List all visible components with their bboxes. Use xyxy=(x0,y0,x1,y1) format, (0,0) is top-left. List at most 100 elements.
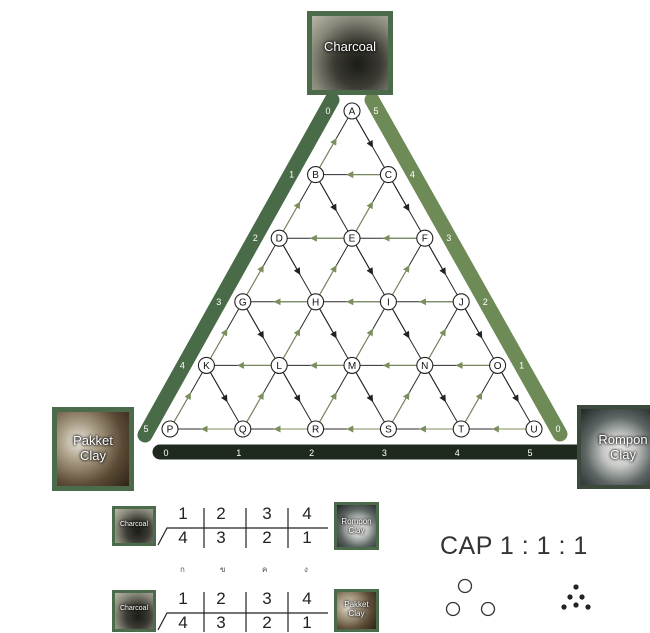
pakket-clay-photo: Pakket Clay xyxy=(52,407,134,491)
right-scale-1: 4 xyxy=(410,170,415,180)
edge-F-J-arrow xyxy=(429,245,446,274)
node-B-label: B xyxy=(312,170,319,181)
edge-E-C-arrow xyxy=(356,202,373,231)
fraction2-top-1: 1 xyxy=(170,589,196,609)
left-scale-4: 4 xyxy=(180,360,185,370)
edge-J-O-arrow xyxy=(465,309,482,338)
left-scale-5: 5 xyxy=(143,424,148,434)
bottom-scale-4: 4 xyxy=(455,448,460,458)
right-scale-4: 1 xyxy=(519,360,524,370)
right-edge-band xyxy=(372,100,560,434)
rompon-clay-photo-label: Rompon Clay xyxy=(577,433,650,463)
node-L-label: L xyxy=(276,361,282,372)
right-scale-0: 5 xyxy=(373,106,378,116)
fraction1-bottom-3: 2 xyxy=(254,528,280,548)
node-C-label: C xyxy=(385,170,392,181)
edge-C-F-arrow xyxy=(392,182,409,211)
edge-Q-L-arrow xyxy=(247,393,264,422)
fraction-table-1: 1 2 3 4 4 3 2 1 xyxy=(168,504,328,554)
edge-L-H-arrow xyxy=(283,329,300,358)
node-E-label: E xyxy=(349,234,356,245)
left-scale-0: 0 xyxy=(325,106,330,116)
bottom-scale-3: 3 xyxy=(382,448,387,458)
thai-label-4: ง xyxy=(304,563,308,576)
fraction2-pakket-photo: Pakket Clay xyxy=(334,589,379,632)
fraction1-rompon-photo: Rompon Clay xyxy=(334,502,379,550)
fraction2-pakket-label: Pakket Clay xyxy=(337,600,376,618)
fraction2-top-4: 4 xyxy=(294,589,320,609)
edge-O-U-arrow xyxy=(502,372,519,401)
fraction1-bottom-1: 4 xyxy=(170,528,196,548)
fraction1-charcoal-photo: Charcoal xyxy=(112,506,156,546)
edge-K-Q-arrow xyxy=(210,372,227,401)
thai-label-2: ข xyxy=(220,563,225,576)
edge-I-F-arrow xyxy=(392,266,409,295)
fraction1-bottom-2: 3 xyxy=(208,528,234,548)
right-scale-2: 3 xyxy=(446,233,451,243)
edge-P-K-arrow xyxy=(174,393,191,422)
edge-G-D-arrow xyxy=(247,266,264,295)
edge-B-A-arrow xyxy=(320,138,337,167)
right-scale-3: 2 xyxy=(483,297,488,307)
rompon-clay-photo: Rompon Clay xyxy=(577,405,650,489)
node-Q-label: Q xyxy=(239,425,247,436)
edge-D-B-arrow xyxy=(283,202,300,231)
fraction1-rompon-label: Rompon Clay xyxy=(337,517,376,535)
thai-label-3: ค xyxy=(262,563,267,576)
fraction2-charcoal-photo: Charcoal xyxy=(112,590,156,632)
node-I-label: I xyxy=(387,297,390,308)
right-scale-5: 0 xyxy=(555,424,560,434)
fraction1-top-1: 1 xyxy=(170,504,196,524)
node-U-label: U xyxy=(530,425,537,436)
left-scale-3: 3 xyxy=(216,297,221,307)
fraction2-charcoal-label: Charcoal xyxy=(115,605,153,613)
fraction2-top-3: 3 xyxy=(254,589,280,609)
fraction1-top-3: 3 xyxy=(254,504,280,524)
edge-A-C-arrow xyxy=(356,118,373,147)
edge-T-O-arrow xyxy=(465,393,482,422)
edge-R-M-arrow xyxy=(320,393,337,422)
node-D-label: D xyxy=(276,234,283,245)
node-R-label: R xyxy=(312,425,319,436)
edge-G-L-arrow xyxy=(247,309,264,338)
node-N-label: N xyxy=(421,361,428,372)
edge-B-E-arrow xyxy=(320,182,337,211)
fraction2-bottom-3: 2 xyxy=(254,613,280,633)
edge-M-S-arrow xyxy=(356,372,373,401)
edge-K-G-arrow xyxy=(210,329,227,358)
bottom-scale-0: 0 xyxy=(163,448,168,458)
cap-ratio-label: CAP 1 : 1 : 1 xyxy=(440,532,588,561)
charcoal-photo: Charcoal xyxy=(307,11,393,95)
fraction2-bottom-4: 1 xyxy=(294,613,320,633)
edge-N-J-arrow xyxy=(429,329,446,358)
edge-L-R-arrow xyxy=(283,372,300,401)
left-scale-2: 2 xyxy=(253,233,258,243)
fraction2-top-2: 2 xyxy=(208,589,234,609)
node-J-label: J xyxy=(459,297,464,308)
thai-label-1: ก xyxy=(180,563,185,576)
left-scale-1: 1 xyxy=(289,170,294,180)
node-P-label: P xyxy=(167,425,174,436)
edge-H-E-arrow xyxy=(320,266,337,295)
left-edge-band xyxy=(145,100,332,435)
edge-I-N-arrow xyxy=(392,309,409,338)
edge-N-T-arrow xyxy=(429,372,446,401)
charcoal-photo-label: Charcoal xyxy=(312,40,388,55)
fraction1-top-4: 4 xyxy=(294,504,320,524)
node-F-label: F xyxy=(422,234,428,245)
edge-M-I-arrow xyxy=(356,329,373,358)
edge-E-I-arrow xyxy=(356,245,373,274)
bottom-scale-2: 2 xyxy=(309,448,314,458)
node-O-label: O xyxy=(494,361,502,372)
node-T-label: T xyxy=(458,425,464,436)
edge-S-N-arrow xyxy=(392,393,409,422)
bottom-scale-5: 5 xyxy=(527,448,532,458)
fraction1-bottom-4: 1 xyxy=(294,528,320,548)
fraction-table-2: 1 2 3 4 4 3 2 1 xyxy=(168,589,328,632)
pakket-clay-photo-label: Pakket Clay xyxy=(57,434,129,464)
node-G-label: G xyxy=(239,297,247,308)
bottom-scale-1: 1 xyxy=(236,448,241,458)
fraction2-bottom-1: 4 xyxy=(170,613,196,633)
edge-D-H-arrow xyxy=(283,245,300,274)
